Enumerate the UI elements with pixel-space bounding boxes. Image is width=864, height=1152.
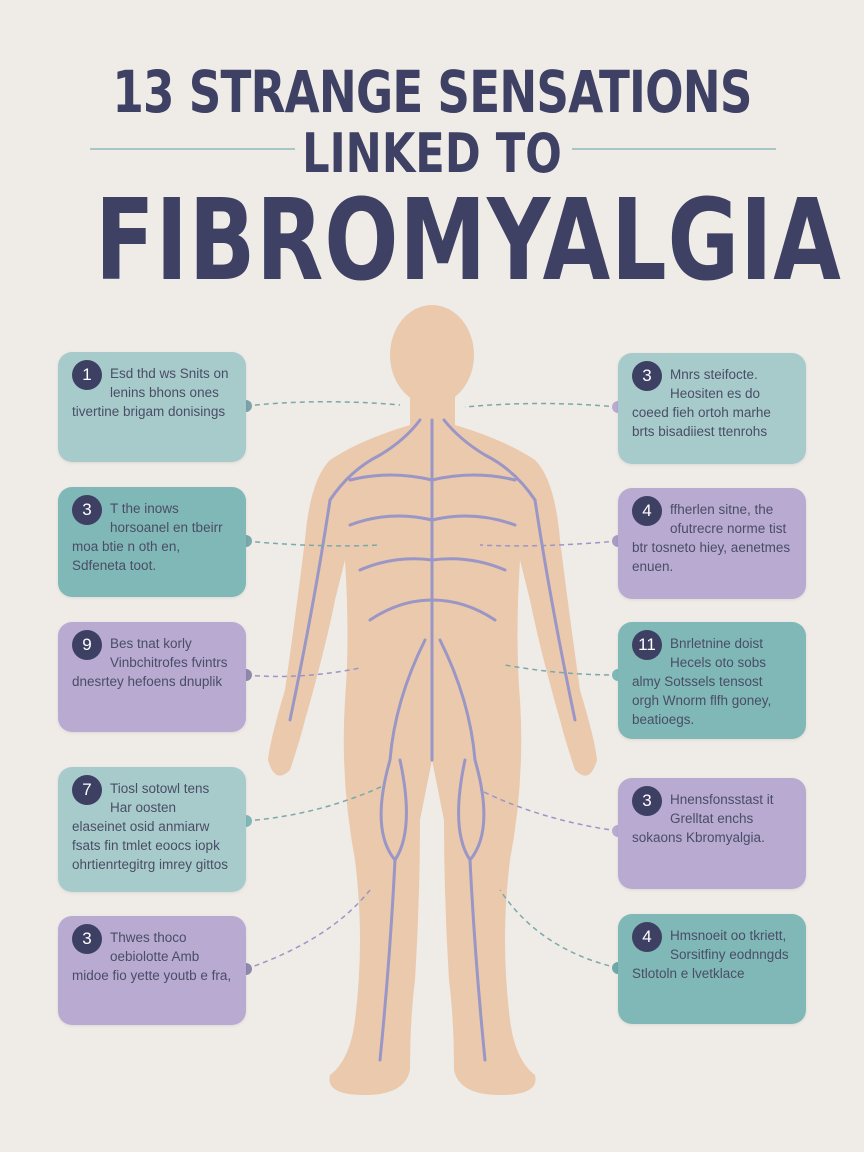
number-badge: 3 (72, 495, 102, 525)
sensation-card-left-1: 1 Esd thd ws Snits on lenins bhons ones … (58, 352, 246, 462)
title-main: FIBROMYALGIA (95, 176, 842, 306)
card-text: Tiosl sotowl tens Har oosten elaseinet o… (72, 781, 229, 872)
number-badge: 7 (72, 775, 102, 805)
card-text: Bes tnat korly Vinbchitrofes fvintrs dne… (72, 636, 228, 689)
title-line-1: 13 STRANGE SENSATIONS (112, 58, 752, 126)
number-badge: 3 (72, 924, 102, 954)
number-badge: 3 (632, 786, 662, 816)
sensation-card-right-4: 3 Hnensfonsstast it Grelltat enchs sokao… (618, 778, 806, 889)
nerve-lines (288, 418, 577, 1062)
card-text: T the inows horsoanel en tbeirr moa btie… (72, 501, 223, 573)
number-badge: 9 (72, 630, 102, 660)
number-badge: 4 (632, 922, 662, 952)
number-badge: 11 (632, 630, 662, 660)
sensation-card-right-2: 4 ffherlen sitne, the ofutrecre norme ti… (618, 488, 806, 599)
card-text: ffherlen sitne, the ofutrecre norme tist… (632, 502, 791, 574)
sensation-card-right-3: 11 Bnrletnine doist Hecels oto sobs almy… (618, 622, 806, 739)
sensation-card-right-1: 3 Mnrs steifocte. Heositen es do coeed f… (618, 353, 806, 464)
sensation-card-right-5: 4 Hmsnoeit oo tkriett, Sorsitfiny eodnng… (618, 914, 806, 1024)
number-badge: 1 (72, 360, 102, 390)
card-text: Thwes thoco oebiolotte Amb midoe fio yet… (72, 930, 232, 983)
number-badge: 4 (632, 496, 662, 526)
sensation-card-left-3: 9 Bes tnat korly Vinbchitrofes fvintrs d… (58, 622, 246, 732)
card-text: Hmsnoeit oo tkriett, Sorsitfiny eodnngds… (632, 928, 789, 981)
divider-right (572, 148, 776, 150)
card-text: Hnensfonsstast it Grelltat enchs sokaons… (632, 792, 774, 845)
card-text: Bnrletnine doist Hecels oto sobs almy So… (632, 636, 772, 727)
card-text: Esd thd ws Snits on lenins bhons ones ti… (72, 366, 229, 419)
number-badge: 3 (632, 361, 662, 391)
divider-left (90, 148, 295, 150)
title-line-2: LINKED TO (302, 122, 562, 185)
sensation-card-left-2: 3 T the inows horsoanel en tbeirr moa bt… (58, 487, 246, 597)
card-text: Mnrs steifocte. Heositen es do coeed fie… (632, 367, 771, 439)
sensation-card-left-4: 7 Tiosl sotowl tens Har oosten elaseinet… (58, 767, 246, 892)
sensation-card-left-5: 3 Thwes thoco oebiolotte Amb midoe fio y… (58, 916, 246, 1025)
connector-lines (245, 400, 619, 970)
